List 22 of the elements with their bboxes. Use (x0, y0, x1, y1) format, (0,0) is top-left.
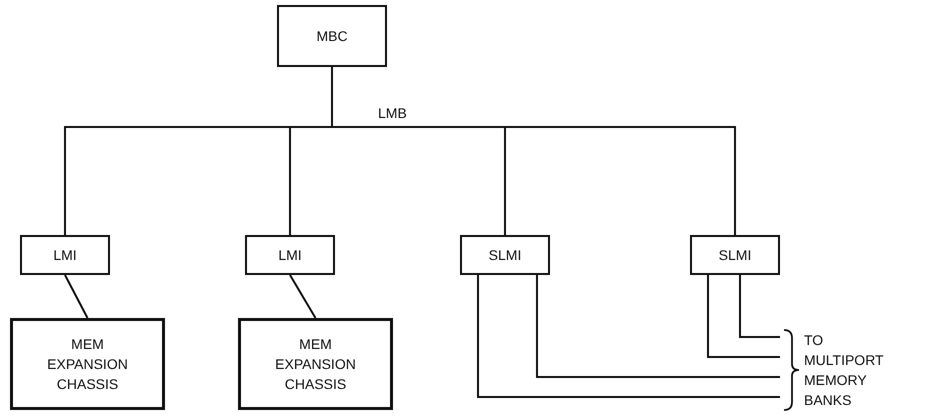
chassis-box (238, 318, 393, 410)
connector-line (64, 274, 88, 318)
node-label: TO MULTIPORT MEMORY BANKS (804, 331, 884, 410)
connector-line (707, 275, 780, 358)
node-label: MBC (315, 27, 349, 46)
module-box (245, 235, 335, 275)
module-box (460, 235, 550, 275)
chassis-box (10, 318, 165, 410)
node-label: SLMI (488, 246, 522, 265)
connector-line (477, 275, 780, 398)
connector-line (289, 274, 316, 318)
connector-line (536, 275, 780, 378)
bus-label: LMB (376, 105, 409, 121)
module-box (20, 235, 110, 275)
connector-line (739, 275, 780, 338)
node-label: MEM EXPANSION CHASSIS (274, 335, 357, 394)
node-label: MEM EXPANSION CHASSIS (46, 335, 129, 394)
node-label: LMI (277, 246, 303, 265)
node-label: LMI (52, 246, 78, 265)
module-box (690, 235, 780, 275)
node-label: SLMI (718, 246, 752, 265)
module-box (277, 5, 387, 67)
